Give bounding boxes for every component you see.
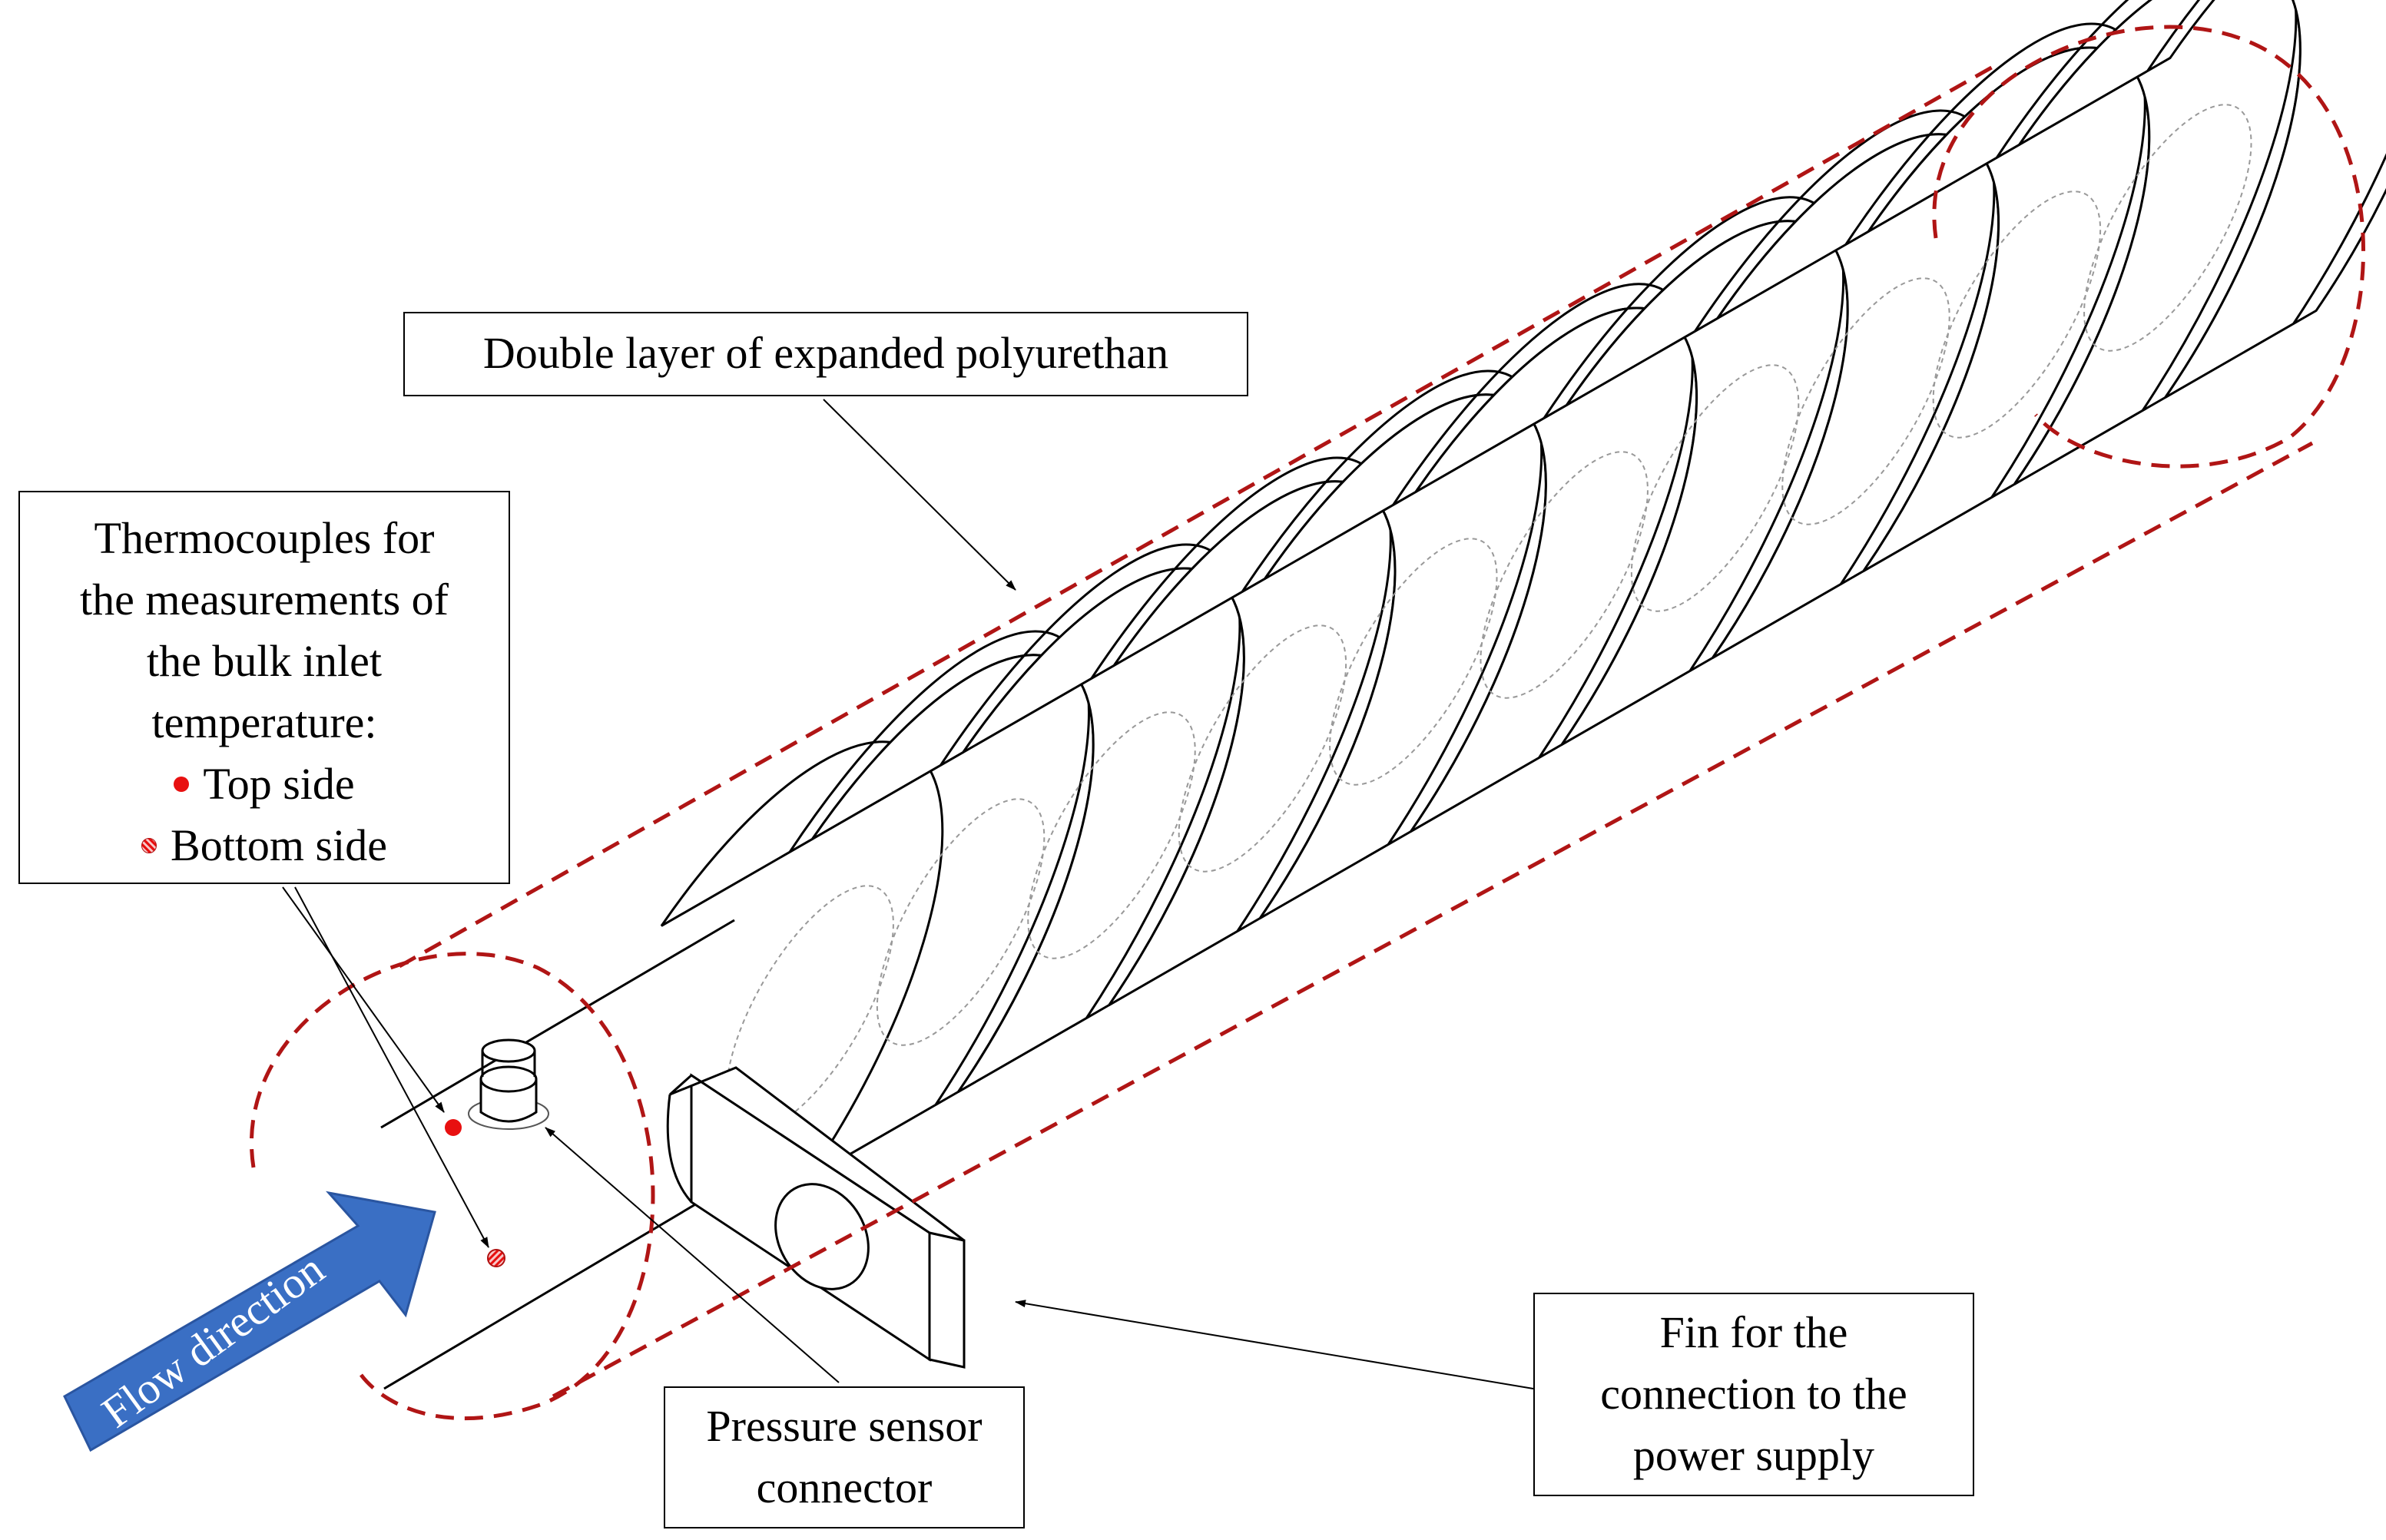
thermocouples-label-line-4: temperature: — [151, 697, 377, 747]
pressure-sensor-label-line-1: Pressure sensor — [706, 1401, 983, 1451]
thermocouples-callout: Thermocouples for the measurements of th… — [18, 491, 510, 884]
ribbed-tube — [660, 0, 2386, 1180]
legend-bottom-side: Bottom side — [20, 815, 509, 876]
insulation-outline — [250, 25, 2366, 1421]
flow-direction-arrow-icon — [63, 1191, 436, 1452]
inlet-tube — [380, 919, 735, 1390]
legend-top-side: Top side — [20, 753, 509, 815]
fin-label-line-3: power supply — [1632, 1430, 1875, 1480]
bottom-side-thermocouple-icon — [487, 1249, 505, 1267]
pressure-sensor-label-line-2: connector — [756, 1462, 933, 1512]
fin-callout: Fin for the connection to the power supp… — [1533, 1293, 1974, 1496]
insulation-callout: Double layer of expanded polyurethan — [403, 312, 1248, 396]
top-side-dot-icon — [174, 777, 190, 792]
power-fin — [666, 1066, 966, 1369]
top-side-thermocouple-icon — [445, 1119, 462, 1136]
insulation-label: Double layer of expanded polyurethan — [482, 328, 1169, 378]
legend-top-side-label: Top side — [203, 759, 355, 809]
pressure-sensor-callout: Pressure sensor connector — [664, 1386, 1025, 1528]
bottom-side-dot-icon — [141, 838, 157, 853]
fin-label-line-1: Fin for the — [1659, 1307, 1848, 1357]
rib-segment — [2018, 0, 2386, 399]
thermocouples-label-line-2: the measurements of — [80, 575, 449, 624]
thermocouples-label-line-1: Thermocouples for — [94, 513, 435, 563]
pressure-sensor-connector — [468, 1038, 549, 1130]
legend-bottom-side-label: Bottom side — [171, 820, 387, 870]
fin-label-line-2: connection to the — [1600, 1369, 1907, 1419]
thermocouples-label-line-3: the bulk inlet — [146, 636, 383, 686]
leader-lines — [282, 399, 1534, 1389]
